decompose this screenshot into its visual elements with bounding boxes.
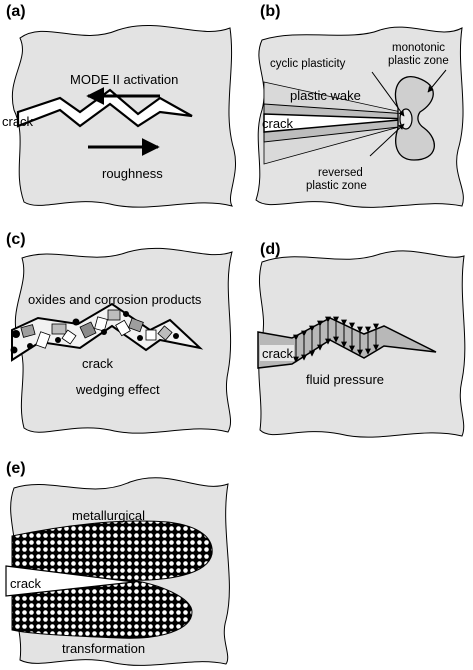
panel-b-monotonic-text-1: monotonic	[392, 42, 445, 54]
panel-b-leader-reversed	[369, 123, 405, 157]
panel-a: (a) MODE II activation crack roughness	[2, 3, 236, 208]
panel-d-crack-text: crack	[262, 346, 294, 361]
panel-c-wedging-text: wedging effect	[75, 382, 160, 397]
panel-c-crack-text: crack	[82, 356, 114, 371]
panel-e-transformation-text: transformation	[62, 641, 145, 656]
panel-b-leader-cyclic	[371, 71, 405, 117]
panel-a-label: (a)	[6, 3, 26, 20]
panel-e: (e) metallurgical crack transformation	[5, 460, 230, 666]
panel-a-crack	[16, 88, 193, 128]
panel-b: (b) cyclic plasticity monotonic plastic …	[255, 3, 464, 208]
panel-e-crack-text: crack	[10, 576, 42, 591]
panel-a-roughness-text: roughness	[102, 166, 163, 181]
panel-b-leader-monotonic	[427, 69, 447, 93]
panel-a-crack-text: crack	[2, 114, 34, 129]
panel-b-reversed-text-2: plastic zone	[306, 180, 367, 192]
panel-b-reversed-text-1: reversed	[318, 167, 363, 179]
panel-c-specimen	[14, 247, 233, 434]
panel-d-crack-label-box	[260, 345, 294, 361]
panel-a-mode-text: MODE II activation	[70, 72, 178, 87]
panel-e-metallurgical-text: metallurgical	[72, 508, 145, 523]
panel-c-corrosion-products	[10, 309, 179, 354]
panel-d-pressure-arrows	[293, 316, 379, 363]
panel-b-monotonic-zone	[394, 76, 435, 161]
panel-d-fluid-text: fluid pressure	[306, 372, 384, 387]
panel-d: (d) crack fluid pressure	[257, 241, 466, 438]
panel-b-crack-text: crack	[262, 116, 294, 131]
panel-b-cyclic-text: cyclic plasticity	[270, 58, 346, 70]
panel-b-crack	[263, 113, 411, 133]
panel-e-label: (e)	[6, 460, 26, 477]
panel-d-label: (d)	[260, 241, 280, 258]
panel-b-wake-text: plastic wake	[290, 88, 361, 103]
panel-b-monotonic-text-2: plastic zone	[388, 55, 449, 67]
panel-c: (c) oxides and corrosion products crack …	[6, 231, 233, 434]
panel-e-crack	[5, 565, 135, 597]
panel-c-oxides-text: oxides and corrosion products	[28, 292, 202, 307]
panel-c-label: (c)	[6, 231, 26, 248]
panel-b-label: (b)	[260, 3, 280, 20]
